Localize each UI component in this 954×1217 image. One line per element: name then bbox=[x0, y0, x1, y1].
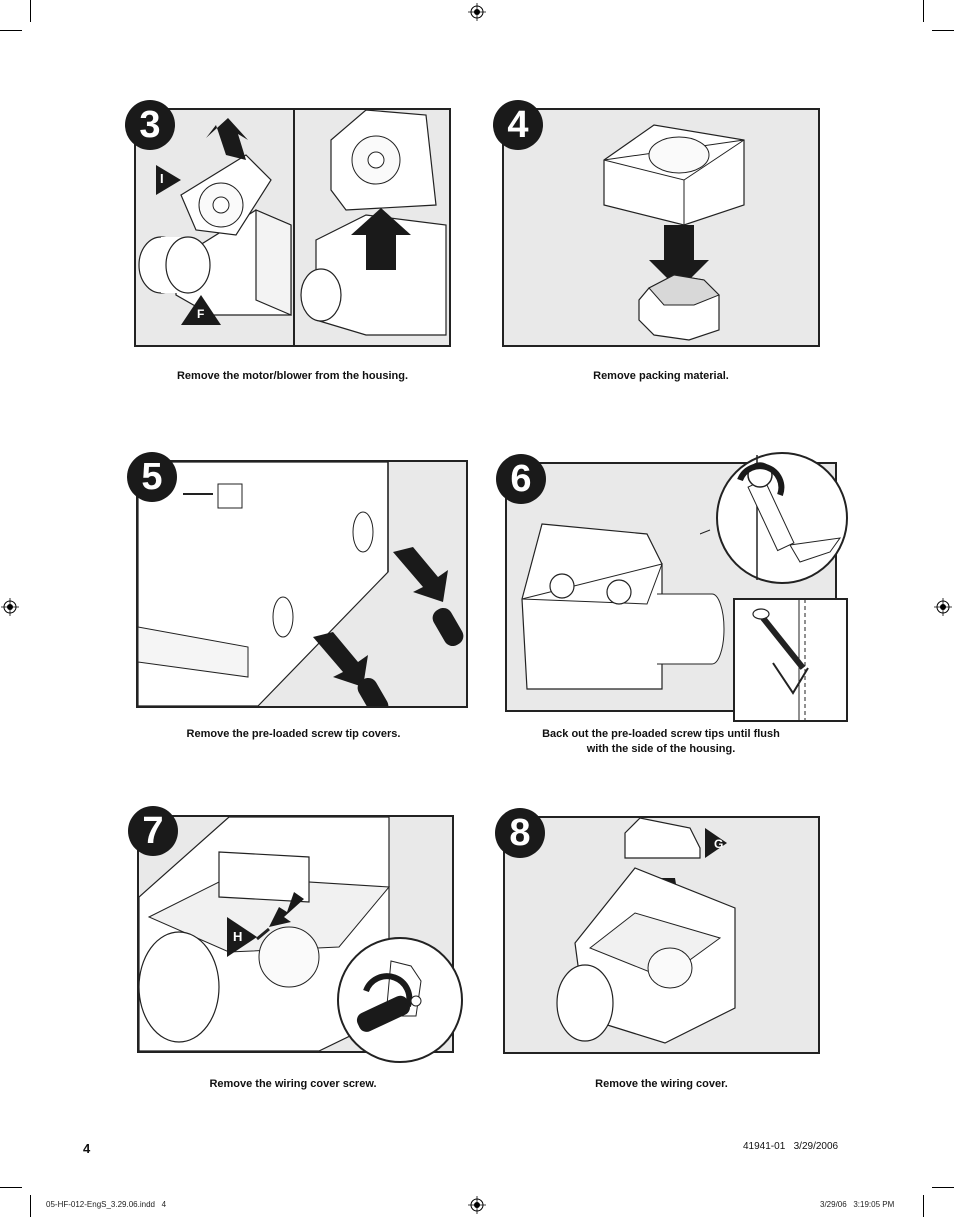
registration-mark-icon bbox=[468, 3, 486, 21]
step-caption: Remove the wiring cover. bbox=[595, 1078, 728, 1090]
step-number-badge: 7 bbox=[128, 806, 178, 856]
callout-label-g: G bbox=[714, 837, 724, 851]
screw-tip-cover-drawing bbox=[138, 462, 464, 706]
doc-date: 3/29/2006 bbox=[793, 1141, 839, 1152]
registration-mark-icon bbox=[934, 598, 952, 616]
crop-mark bbox=[30, 1195, 31, 1217]
step-number-badge: 3 bbox=[125, 100, 175, 150]
crop-mark bbox=[0, 30, 22, 31]
step-caption: Back out the pre-loaded screw tips until… bbox=[502, 727, 820, 757]
step-3-illustration: I F bbox=[134, 108, 451, 347]
callout-label-f: F bbox=[197, 307, 205, 321]
page-number: 4 bbox=[83, 1141, 91, 1156]
zoom-detail-circle bbox=[700, 452, 848, 584]
step-caption: Remove the pre-loaded screw tip covers. bbox=[186, 728, 401, 740]
step-4-illustration bbox=[502, 108, 820, 347]
screw-detail-inset bbox=[733, 598, 848, 722]
doc-code: 41941-01 bbox=[743, 1141, 786, 1152]
screw-backout-drawing bbox=[521, 523, 725, 690]
step-number-badge: 4 bbox=[493, 100, 543, 150]
registration-mark-icon bbox=[1, 598, 19, 616]
step-caption: Remove the wiring cover screw. bbox=[209, 1078, 377, 1090]
caption-line: with the side of the housing. bbox=[586, 743, 736, 755]
crop-mark bbox=[30, 0, 31, 22]
slug-filename: 05-HF-012-EngS_3.29.06.indd 4 bbox=[46, 1200, 167, 1209]
registration-mark-icon bbox=[468, 1196, 486, 1214]
step-number-badge: 5 bbox=[127, 452, 177, 502]
packing-removal-drawing bbox=[603, 124, 745, 341]
step-caption: Remove the motor/blower from the housing… bbox=[176, 370, 409, 382]
callout-label-i: I bbox=[160, 171, 164, 186]
wiring-cover-removal-drawing bbox=[556, 818, 736, 1044]
document-code: 41941-01 3/29/2006 bbox=[743, 1141, 838, 1152]
crop-mark bbox=[932, 1187, 954, 1188]
crop-mark bbox=[932, 30, 954, 31]
caption-line: Back out the pre-loaded screw tips until… bbox=[542, 728, 780, 740]
callout-label-h: H bbox=[233, 929, 243, 944]
step-8-illustration: G bbox=[503, 816, 820, 1054]
crop-mark bbox=[923, 0, 924, 22]
step-caption: Remove packing material. bbox=[593, 370, 729, 382]
step-number-badge: 6 bbox=[496, 454, 546, 504]
crop-mark bbox=[0, 1187, 22, 1188]
step-number-badge: 8 bbox=[495, 808, 545, 858]
motor-removal-drawing bbox=[138, 110, 447, 345]
wiring-cover-screw-drawing bbox=[139, 817, 391, 1051]
slug-timestamp: 3/29/06 3:19:05 PM bbox=[820, 1200, 895, 1209]
screwdriver-detail-circle bbox=[337, 937, 463, 1063]
step-5-illustration bbox=[136, 460, 468, 708]
crop-mark bbox=[923, 1195, 924, 1217]
